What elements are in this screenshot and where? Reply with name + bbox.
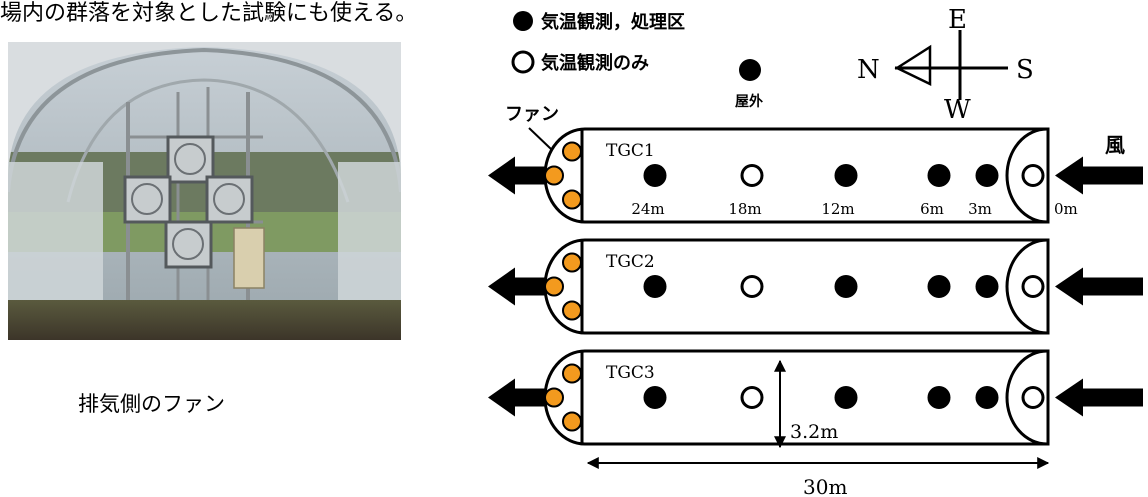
wind-arrow (1055, 378, 1143, 417)
legend-open-marker (511, 50, 535, 74)
length-label: 30m (803, 475, 847, 497)
exhaust-arrow (488, 267, 545, 306)
fan-icon (562, 141, 582, 162)
distance-label: 3m (968, 200, 992, 218)
distance-label: 18m (728, 200, 761, 218)
length-dimension: 30m (586, 457, 1050, 497)
distance-label: 6m (920, 200, 944, 218)
chamber-outline (543, 349, 1050, 446)
inlet-curve (1005, 238, 1048, 335)
fan-icon (562, 189, 582, 210)
air-temp-treatment-point (834, 275, 858, 298)
distance-label: 0m (1054, 200, 1078, 218)
chamber-3: TGC3 (488, 349, 1143, 446)
air-temp-treatment-point (975, 275, 999, 298)
wind-label: 風 (1105, 133, 1125, 157)
air-temp-only-point (740, 386, 764, 409)
chamber-1: TGC1 (488, 127, 1143, 224)
exhaust-arrow (488, 378, 545, 417)
compass-w: W (944, 95, 971, 125)
air-temp-only-point (1021, 164, 1045, 187)
fan-icon (562, 252, 582, 273)
compass-e: E (948, 5, 967, 35)
air-temp-treatment-point (834, 164, 858, 187)
wind-arrow (1055, 156, 1143, 195)
chamber-label: TGC1 (606, 141, 655, 161)
chamber-label: TGC3 (606, 363, 655, 383)
fan-label: ファン (505, 104, 559, 125)
air-temp-treatment-point (927, 164, 951, 187)
chamber-outline (543, 238, 1050, 335)
outside-marker (739, 59, 761, 81)
distance-label: 12m (821, 200, 854, 218)
air-temp-treatment-point (975, 164, 999, 187)
fan-icon (544, 276, 564, 297)
legend-filled-label: 気温観測，処理区 (541, 11, 685, 33)
exhaust-fan-photo (8, 42, 401, 340)
air-temp-only-point (740, 275, 764, 298)
air-temp-only-point (1021, 386, 1045, 409)
intro-text-fragment: 場内の群落を対象とした試験にも使える。 (0, 1, 418, 26)
wind-arrow (1055, 267, 1143, 306)
inlet-curve (1005, 127, 1048, 224)
chamber-outline (543, 127, 1050, 224)
fan-icon (562, 363, 582, 384)
fan-icon (562, 411, 582, 432)
inlet-curve (1005, 349, 1048, 446)
air-temp-treatment-point (927, 275, 951, 298)
air-temp-treatment-point (643, 164, 667, 187)
fan-icon (562, 300, 582, 321)
fan-icon (544, 165, 564, 186)
air-temp-treatment-point (975, 386, 999, 409)
distance-label: 24m (631, 200, 664, 218)
air-temp-only-point (1021, 275, 1045, 298)
photo-caption: 排気側のファン (78, 392, 225, 416)
air-temp-treatment-point (927, 386, 951, 409)
air-temp-only-point (740, 164, 764, 187)
compass: E N S W (857, 5, 1034, 125)
compass-n: N (857, 55, 880, 85)
width-dimension: 3.2m (774, 359, 838, 449)
legend-filled-marker (513, 11, 533, 31)
exhaust-arrow (488, 156, 545, 195)
chamber-label: TGC2 (606, 252, 655, 272)
outside-label: 屋外 (735, 93, 763, 110)
air-temp-treatment-point (643, 386, 667, 409)
air-temp-treatment-point (643, 275, 667, 298)
width-label: 3.2m (790, 421, 838, 443)
chamber-2: TGC2 (488, 238, 1143, 335)
fan-icon (544, 387, 564, 408)
compass-s: S (1016, 55, 1034, 85)
air-temp-treatment-point (834, 386, 858, 409)
legend-open-label: 気温観測のみ (541, 52, 649, 74)
